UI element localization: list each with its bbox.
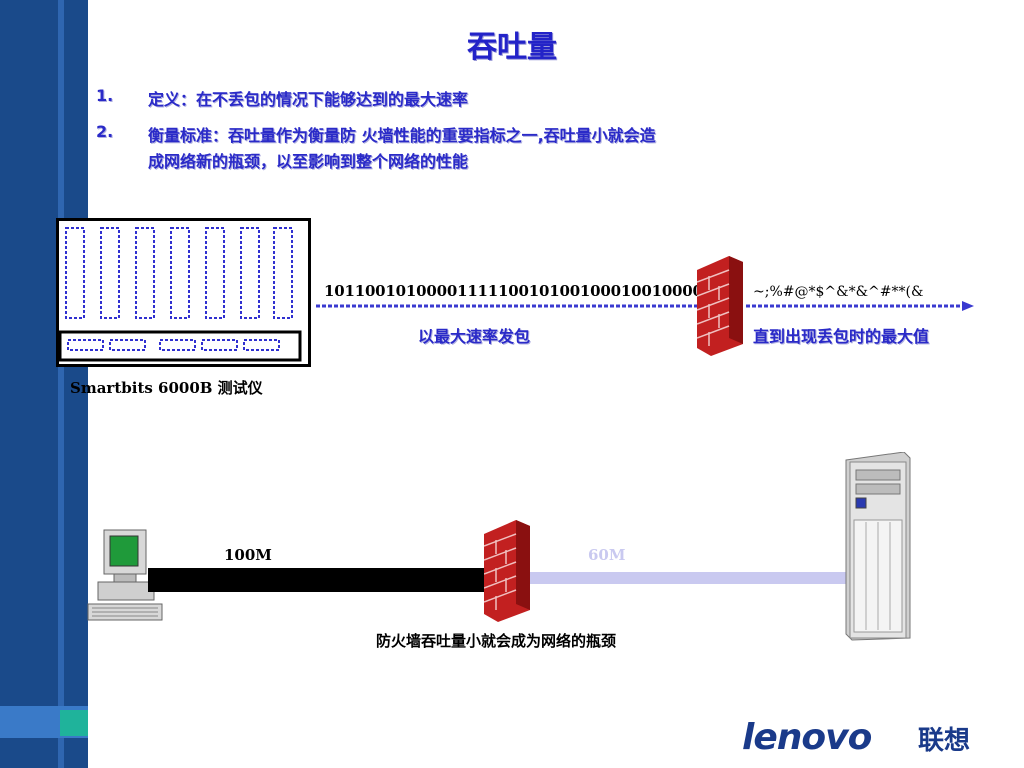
lenovo-logo: lenovo 联想 <box>742 718 970 758</box>
point-2-line-1: 衡量标准：吞吐量作为衡量防 火墙性能的重要指标之一,吞吐量小就会造 <box>148 126 656 145</box>
point-2-line-2: 成网络新的瓶颈，以至影响到整个网络的性能 <box>148 152 469 171</box>
firewall-brick-icon <box>697 256 743 356</box>
binary-stream-text: 1011001010000111110010100100010010000 <box>324 282 703 300</box>
server-tower-icon <box>845 452 911 641</box>
send-rate-caption: 以最大速率发包 <box>418 327 531 346</box>
firewall-brick-icon <box>484 520 530 622</box>
left-sidebar-decoration <box>0 0 88 768</box>
svg-text:lenovo: lenovo <box>742 718 872 758</box>
max-value-caption: 直到出现丢包时的最大值 <box>753 327 930 346</box>
slide-title: 吞吐量 <box>467 30 557 65</box>
link-100m-label: 100M <box>224 546 272 564</box>
point-2-number: 2. <box>96 122 114 141</box>
smartbits-tester-device <box>56 218 311 367</box>
svg-text:联想: 联想 <box>918 726 970 756</box>
desktop-computer-icon <box>87 529 163 621</box>
point-1-number: 1. <box>96 86 114 105</box>
bottleneck-caption: 防火墙吞吐量小就会成为网络的瓶颈 <box>376 632 617 650</box>
link-100m-bar <box>148 568 494 592</box>
packet-flow-arrow <box>316 301 974 311</box>
sidebar-accent-square <box>60 710 88 736</box>
garbled-stream-text: ~;%#@*$^&*&^#**(& <box>753 284 924 300</box>
link-60m-bar <box>524 572 846 584</box>
tester-label: Smartbits 6000B 测试仪 <box>70 379 263 397</box>
link-60m-label: 60M <box>588 546 626 564</box>
point-1-text: 定义：在不丢包的情况下能够达到的最大速率 <box>148 90 469 109</box>
sidebar-stripe <box>58 0 64 768</box>
